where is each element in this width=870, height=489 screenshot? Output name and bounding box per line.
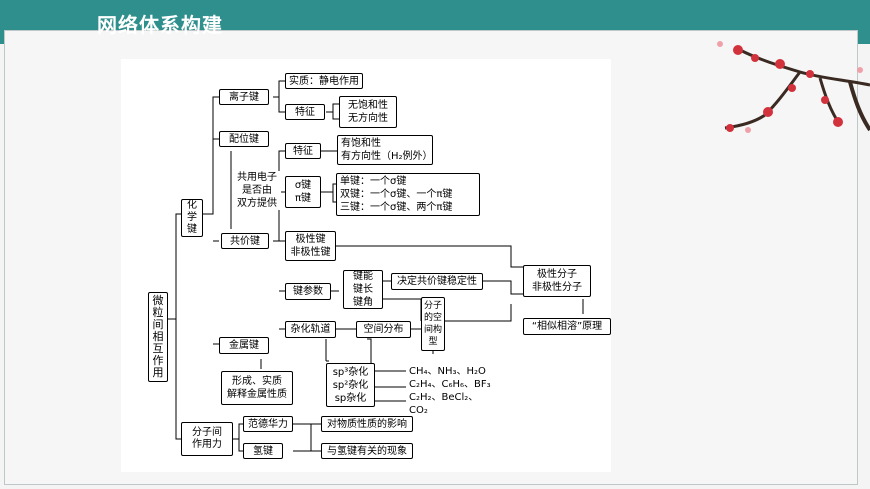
- single-bond-text: 单键：一个σ键: [340, 176, 407, 187]
- coordinate-bond-node: 配位键: [219, 131, 269, 147]
- sp-label: sp杂化: [334, 392, 367, 404]
- molecule-shape-line-3: 间构: [423, 325, 442, 335]
- triple-bond-text: 三键：一个σ键、两个π键: [340, 202, 453, 213]
- pi-bond-label: π键: [294, 193, 312, 204]
- sp3-examples: CH₄、NH₃、H₂O: [409, 366, 486, 377]
- concept-map-canvas: 微粒间相互作用 化学键 离子键 实质：静电作用 特征 无饱和性 无方向性 配位键…: [121, 59, 611, 472]
- sp2-label: sp²杂化: [332, 379, 369, 391]
- sp2-examples: C₂H₄、C₆H₆、BF₃: [409, 379, 491, 390]
- bond-angle-label: 键角: [353, 297, 373, 308]
- chemical-bond-node: 化学键: [181, 199, 203, 237]
- spatial-distribution-node: 空间分布: [356, 321, 411, 338]
- sigma-pi-node: σ键 π键: [285, 176, 321, 208]
- covalent-bond-node: 共价键: [221, 233, 269, 249]
- coordinate-note-line-2: 是否由: [242, 185, 272, 196]
- ionic-essence-node: 实质：静电作用: [285, 73, 363, 89]
- like-dissolves-node: “相似相溶”原理: [523, 318, 611, 335]
- vdw-effect-node: 对物质性质的影响: [321, 416, 413, 432]
- covalent-feature-1: 有饱和性: [341, 138, 381, 149]
- hbond-effect-node: 与氢键有关的现象: [321, 443, 413, 459]
- ionic-bond-node: 离子键: [219, 89, 269, 105]
- params-list-node: 键能 键长 键角: [343, 270, 383, 309]
- metallic-bond-node: 金属键: [219, 337, 269, 354]
- double-bond-text: 双键：一个σ键、一个π键: [340, 189, 453, 200]
- molecule-shape-line-4: 型: [428, 337, 438, 347]
- nonpolar-molecule-label: 非极性分子: [532, 282, 582, 293]
- van-der-waals-node: 范德华力: [243, 416, 293, 432]
- ionic-feature-node: 特征: [285, 104, 325, 120]
- sigma-bond-label: σ键: [294, 180, 312, 191]
- page-title: 网络体系构建: [97, 13, 223, 37]
- stability-node: 决定共价键稳定性: [391, 273, 483, 290]
- covalent-features-node: 有饱和性 有方向性（H₂例外）: [337, 135, 433, 165]
- bond-length-label: 键长: [353, 284, 373, 295]
- coordinate-note-line-1: 共用电子: [237, 172, 277, 183]
- bond-params-node: 键参数: [285, 283, 331, 300]
- polar-molecule-label: 极性分子: [537, 269, 577, 280]
- root-node: 微粒间相互作用: [148, 292, 168, 382]
- ionic-feature-1: 无饱和性: [348, 100, 388, 111]
- hybrid-types-node: sp³杂化 sp²杂化 sp杂化: [326, 363, 375, 407]
- bond-energy-label: 键能: [353, 271, 373, 282]
- examples-list: CH₄、NH₃、H₂O C₂H₄、C₆H₆、BF₃ C₂H₂、BeCl₂、CO₂: [409, 365, 495, 417]
- ionic-feature-2: 无方向性: [348, 113, 388, 124]
- metallic-note-node: 形成、实质 解释金属性质: [221, 371, 293, 405]
- polar-bond-label: 极性键: [295, 234, 326, 245]
- plum-blossom-decoration: [717, 41, 870, 133]
- hydrogen-bond-node: 氢键: [243, 443, 283, 459]
- sp3-label: sp³杂化: [332, 366, 369, 378]
- coordinate-note-line-3: 双方提供: [237, 198, 277, 209]
- sp-examples: C₂H₂、BeCl₂、CO₂: [409, 392, 479, 416]
- molecule-shape-node: 分子 的空 间构 型: [421, 297, 445, 351]
- intermolecular-force-node: 分子间作用力: [181, 422, 233, 456]
- coordinate-note: 共用电子 是否由 双方提供: [233, 171, 281, 210]
- covalent-feature-node: 特征: [285, 143, 321, 159]
- nonpolar-bond-label: 非极性键: [290, 247, 331, 258]
- metallic-note-line-2: 解释金属性质: [227, 389, 287, 400]
- bond-types-node: 单键：一个σ键 双键：一个σ键、一个π键 三键：一个σ键、两个π键: [336, 173, 480, 216]
- molecule-shape-line-2: 的空: [423, 313, 442, 323]
- molecule-shape-line-1: 分子: [423, 301, 442, 311]
- molecule-polarity-node: 极性分子 非极性分子: [523, 265, 591, 297]
- ionic-features-node: 无饱和性 无方向性: [339, 96, 397, 128]
- polarity-node: 极性键 非极性键: [285, 231, 336, 261]
- metallic-note-line-1: 形成、实质: [232, 376, 282, 387]
- hybrid-orbital-node: 杂化轨道: [285, 321, 336, 338]
- covalent-feature-2: 有方向性（H₂例外）: [341, 151, 433, 162]
